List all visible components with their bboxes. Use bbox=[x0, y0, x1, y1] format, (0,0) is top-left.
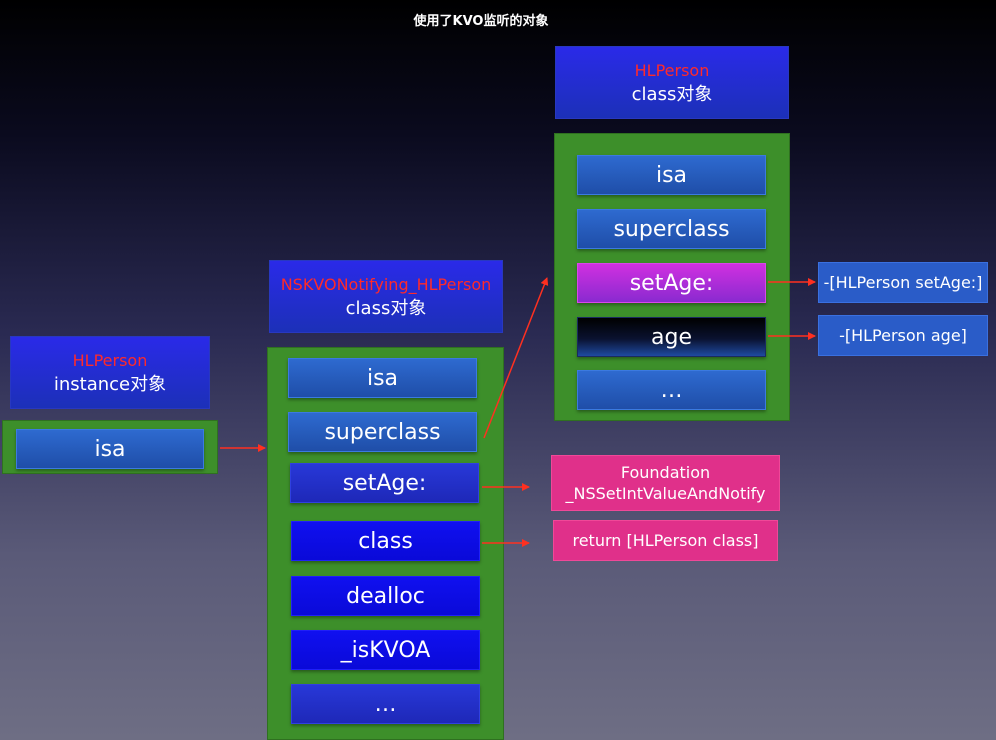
kvo-slot-class: class bbox=[291, 521, 480, 561]
age-impl-callout: -[HLPerson age] bbox=[818, 315, 988, 356]
foundation-line2: _NSSetIntValueAndNotify bbox=[565, 484, 766, 503]
kvo-slot-iskvoa: _isKVOA bbox=[291, 630, 480, 670]
person-class-subtitle: class对象 bbox=[631, 83, 713, 105]
person-slot-isa: isa bbox=[577, 155, 766, 195]
arrow-superclass-to-person bbox=[483, 277, 549, 439]
instance-header: HLPerson instance对象 bbox=[10, 336, 210, 409]
person-class-panel: isa superclass setAge: age … bbox=[554, 133, 790, 421]
kvo-slot-superclass: superclass bbox=[288, 412, 477, 452]
instance-isa-slot: isa bbox=[16, 429, 204, 469]
person-slot-setage: setAge: bbox=[577, 263, 766, 303]
kvo-slot-dealloc: dealloc bbox=[291, 576, 480, 616]
instance-subtitle: instance对象 bbox=[53, 373, 167, 395]
person-slot-age: age bbox=[577, 317, 766, 357]
kvo-slot-setage: setAge: bbox=[290, 463, 479, 503]
setage-impl-callout: -[HLPerson setAge:] bbox=[818, 262, 988, 303]
kvo-slot-isa: isa bbox=[288, 358, 477, 398]
person-class-header: HLPerson class对象 bbox=[555, 46, 789, 119]
kvo-class-panel: isa superclass setAge: class dealloc _is… bbox=[267, 347, 504, 740]
foundation-callout: Foundation _NSSetIntValueAndNotify bbox=[551, 455, 780, 511]
person-class-name: HLPerson bbox=[634, 60, 710, 80]
foundation-line1: Foundation bbox=[620, 463, 711, 482]
kvo-slot-ellipsis: … bbox=[291, 684, 480, 724]
kvo-class-subtitle: class对象 bbox=[345, 297, 427, 319]
kvo-class-header: NSKVONotifying_HLPerson class对象 bbox=[269, 260, 503, 333]
diagram-title: 使用了KVO监听的对象 bbox=[413, 14, 549, 29]
kvo-class-name: NSKVONotifying_HLPerson bbox=[280, 274, 492, 294]
class-return-callout: return [HLPerson class] bbox=[553, 520, 778, 561]
instance-class-name: HLPerson bbox=[72, 350, 148, 370]
instance-panel: isa bbox=[2, 420, 218, 474]
person-slot-superclass: superclass bbox=[577, 209, 766, 249]
person-slot-ellipsis: … bbox=[577, 370, 766, 410]
